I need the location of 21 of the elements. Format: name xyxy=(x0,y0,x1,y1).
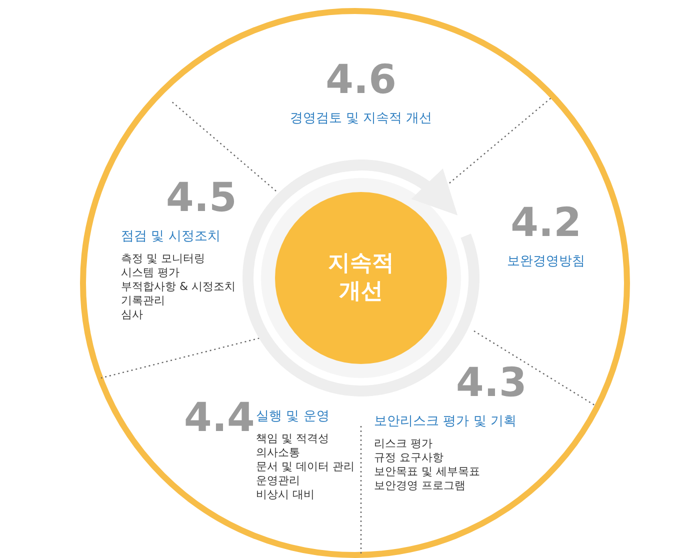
list-item: 기록관리 xyxy=(121,294,166,308)
section-number: 4.5 xyxy=(165,176,237,220)
outer-ring xyxy=(80,8,630,558)
list-item: 심사 xyxy=(121,308,144,322)
section-title: 경영검토 및 지속적 개선 xyxy=(288,110,434,128)
list-item: 보안경영 프로그램 xyxy=(374,479,466,493)
list-item: 부적합사항 & 시정조치 xyxy=(121,280,237,294)
list-item: 리스크 평가 xyxy=(374,437,434,451)
center-label: 지속적 개선 xyxy=(327,250,395,306)
list-item: 규정 요구사항 xyxy=(374,451,444,465)
list-item: 시스템 평가 xyxy=(121,266,180,280)
list-item: 보안목표 및 세부목표 xyxy=(374,465,481,479)
section-title: 점검 및 시정조치 xyxy=(121,228,222,246)
section-number: 4.4 xyxy=(184,396,255,440)
section-number: 4.3 xyxy=(455,361,527,405)
list-item: 측정 및 모니터링 xyxy=(121,252,206,266)
section-number: 4.2 xyxy=(510,201,582,245)
section-title: 보안리스크 평가 및 기획 xyxy=(374,413,518,431)
section-title: 보완경영방침 xyxy=(506,253,586,271)
list-item: 비상시 대비 xyxy=(256,488,316,502)
section-number: 4.6 xyxy=(326,58,396,102)
